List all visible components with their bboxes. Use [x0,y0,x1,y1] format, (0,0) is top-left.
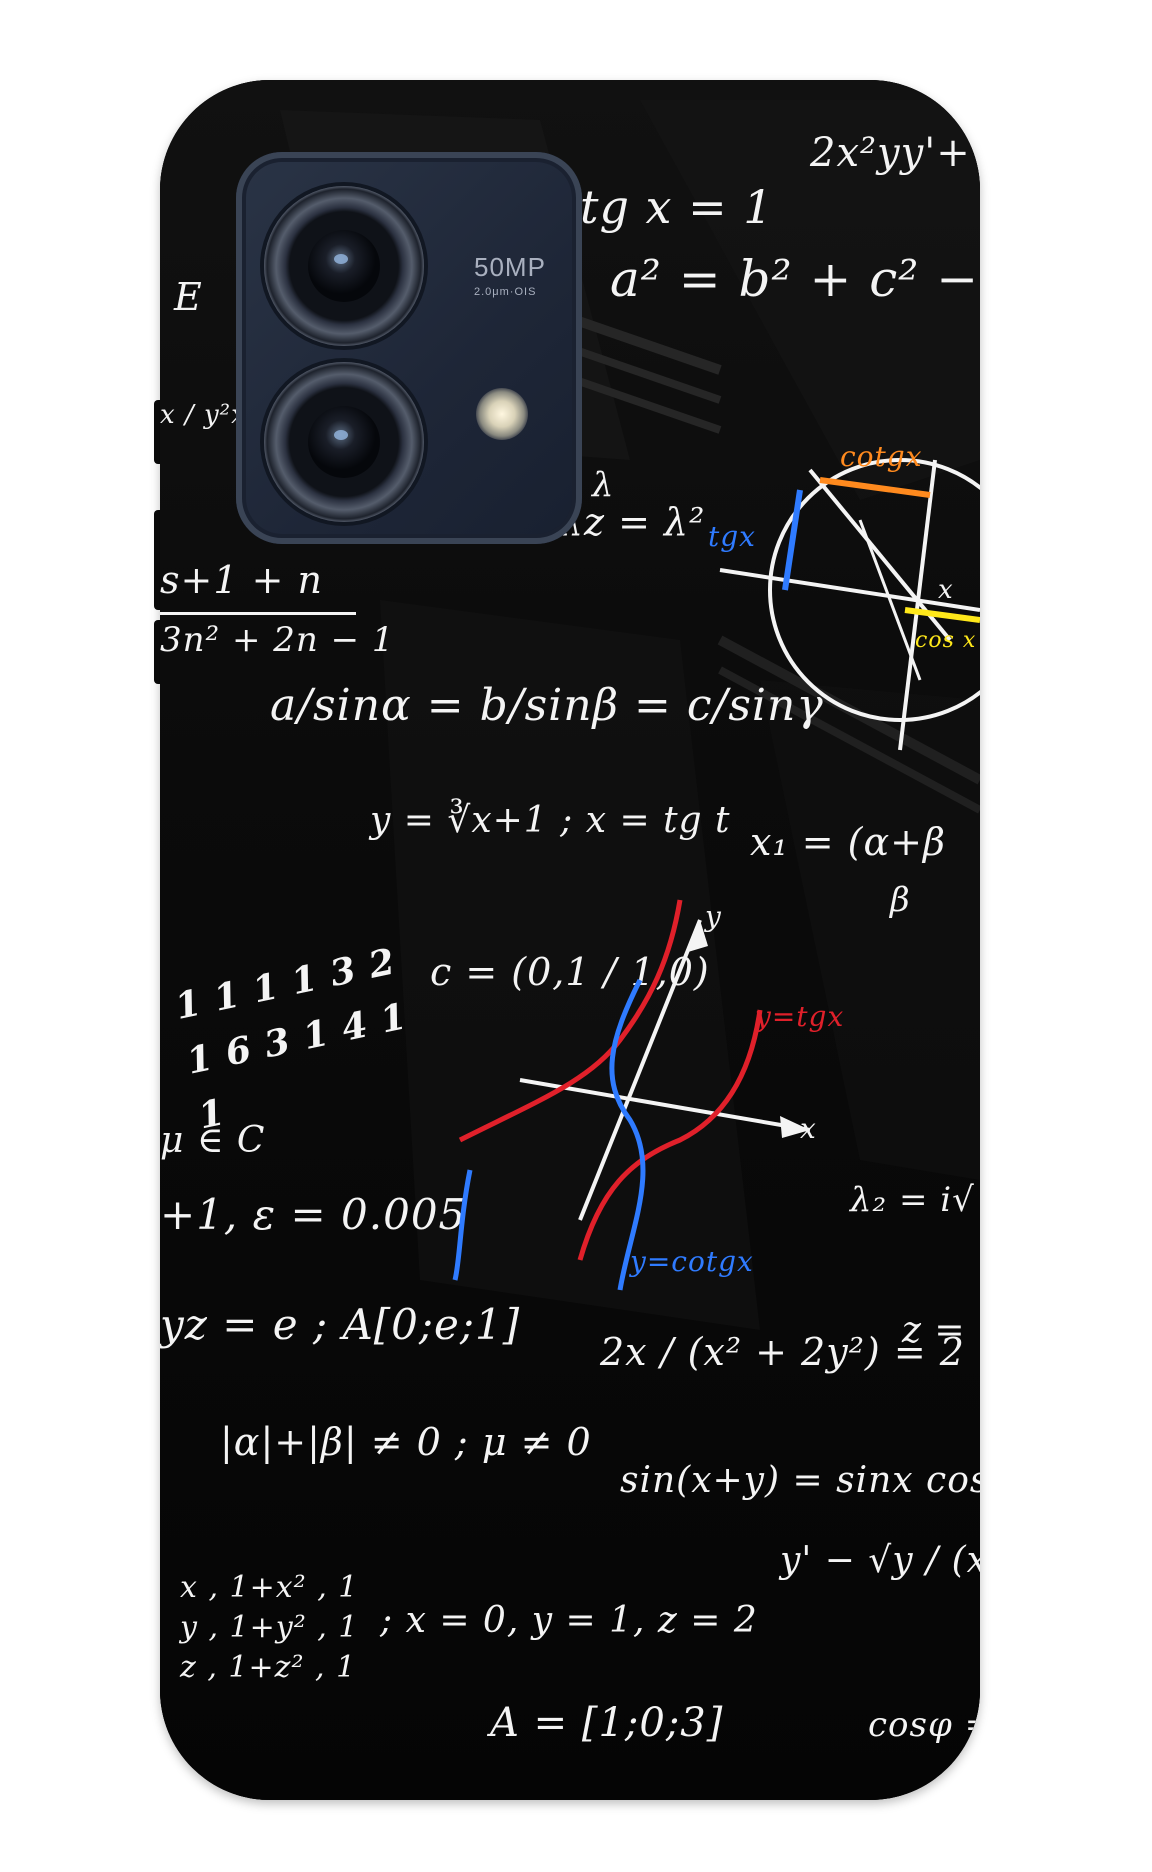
formula-assignment: ; x = 0, y = 1, z = 2 [380,1600,758,1641]
formula-derivative: 2x²yy'+ [810,130,971,176]
camera-lens-bottom [264,362,424,522]
label-y-tgx: y=tgx [755,1000,845,1033]
formula-x1: x₁ = (α+β [750,820,946,864]
unit-circle-diagram [719,458,980,751]
cos-segment [904,607,980,623]
matrix-row-3: z , 1+z² , 1 [180,1650,357,1685]
formula-ratio: 2x / (x² + 2y²) = 2 [600,1330,965,1374]
volume-button [154,400,164,464]
label-axis-y: y [705,900,722,933]
lens-glass-top [308,230,380,302]
formula-tgx: tg x = 1 [580,180,774,234]
label-cotgx: cotgx [840,440,923,473]
formula-lambda2: λ₂ = i√ [850,1180,975,1220]
label-y-cotgx: y=cotgx [630,1245,754,1278]
graph-x-axis [519,1078,811,1132]
lens-glass-bottom [308,406,380,478]
formula-epsilon: +1, ε = 0.005 [160,1190,467,1239]
tg-segment [782,489,803,591]
tg-curve-2 [577,1009,763,1261]
circle-axis-vertical [898,459,937,751]
label-circle-x: x [938,575,954,605]
circle-axis-horizontal [719,568,980,612]
graph-y-arrow [688,920,708,952]
lens-reflection [334,254,348,264]
graph-x-arrow [780,1116,810,1138]
unit-circle [768,458,980,722]
formula-lambda: λ [592,465,615,505]
tg-curve-1 [458,899,683,1143]
formula-series: s+1 + n [160,558,323,602]
camera-lens-top [264,186,424,346]
power-button [154,510,164,610]
formula-abs: |α|+|β| ≠ 0 ; μ ≠ 0 [220,1420,592,1464]
formula-yz: yz = e ; A[0;e;1] [160,1300,521,1349]
formula-z: z = [902,1310,966,1351]
camera-module: 50MP 2.0μm·OIS [236,152,582,544]
formula-y-prime: y' − √y / (x+2) = [780,1540,980,1581]
formula-fraction: x / y²x [160,400,247,430]
formula-sine-law: a/sinα = b/sinβ = c/sinγ [270,680,824,731]
matrix-row-1: x , 1+x² , 1 [180,1570,359,1605]
formula-cosphi: cosφ = [868,1705,980,1745]
formula-series-denominator: 3n² + 2n − 1 [160,620,395,660]
formula-cosine-law: a² = b² + c² − 2 [610,250,980,308]
formula-e: E [174,275,203,319]
formula-vector-a: A = [1;0;3] [490,1700,724,1746]
formula-mu-in-c: μ ∈ C [160,1120,266,1161]
matrix-row-2: y , 1+y² , 1 [180,1610,359,1645]
ois-label: 2.0μm·OIS [474,286,537,298]
tan-cotan-graph [452,899,811,1291]
camera-flash [476,388,528,440]
graph-y-axis [578,919,702,1221]
side-button [154,620,164,684]
cotg-curve-2 [609,978,646,1291]
cotg-curve-1 [452,1169,473,1281]
label-tgx: tgx [708,520,756,553]
cotg-segment [819,477,931,498]
formula-sin-sum: sin(x+y) = sinx cos [620,1460,980,1501]
label-axis-x: x [800,1112,817,1145]
label-cosx: cos x [915,628,977,653]
megapixel-label: 50MP [474,252,546,282]
formula-cube-root: y = ∛x+1 ; x = tg t [370,800,731,841]
circle-chord [858,519,922,681]
fraction-bar [160,612,356,615]
lens-reflection [334,430,348,440]
formula-beta: β [890,880,911,920]
